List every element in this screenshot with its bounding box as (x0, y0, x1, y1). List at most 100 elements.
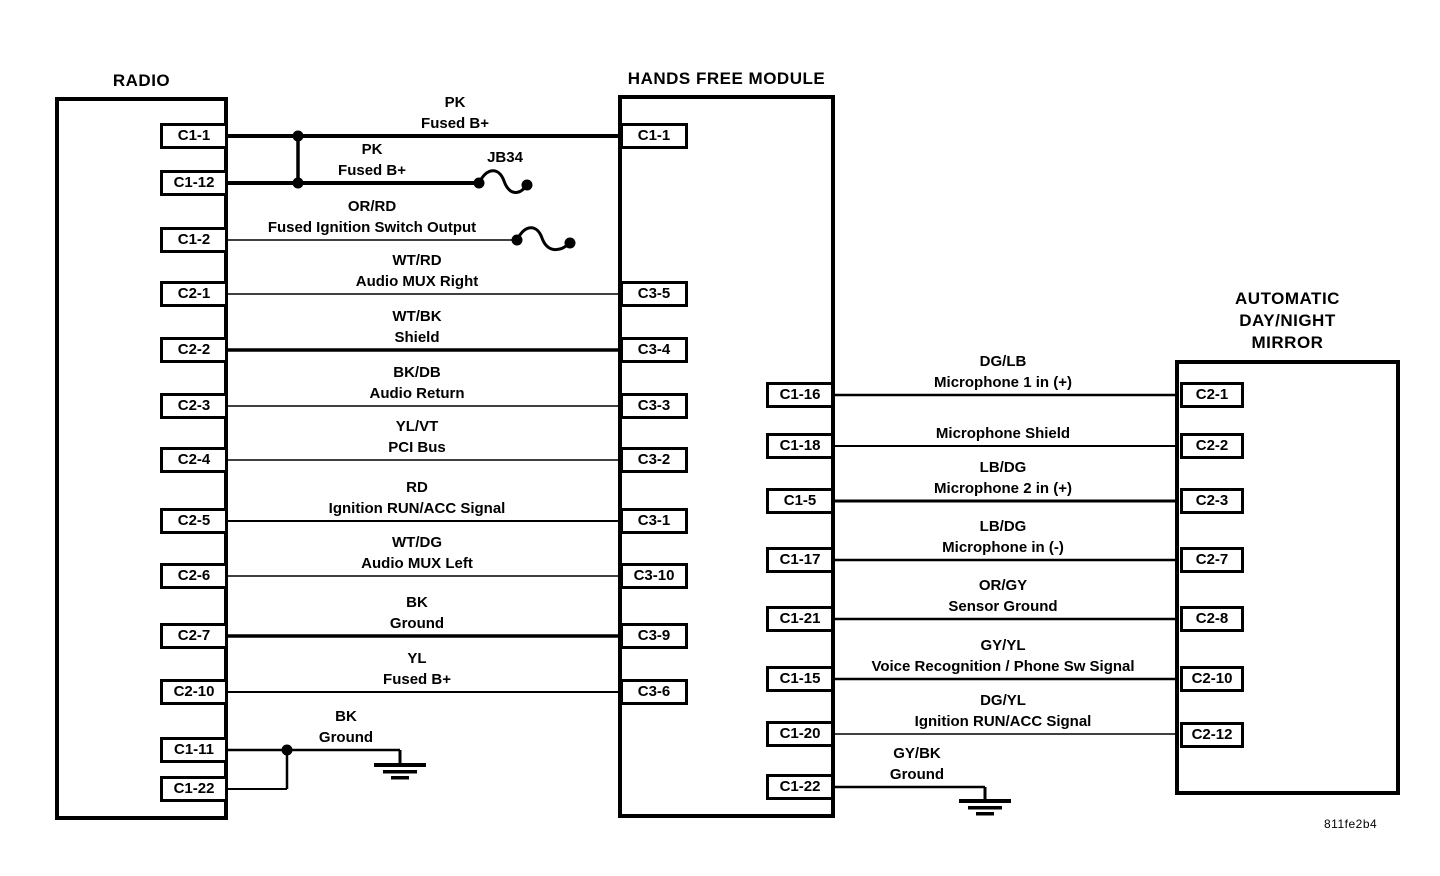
splice-label: JB34 (487, 149, 523, 166)
pin-radio-C2-2: C2-2 (160, 337, 228, 363)
pin-mirror-C2-10: C2-10 (1180, 666, 1244, 692)
wire-color-code: BK (406, 594, 428, 611)
junction-dot (521, 179, 533, 191)
pin-hfm-right-C1-21: C1-21 (766, 606, 834, 632)
pin-radio-C1-2: C1-2 (160, 227, 228, 253)
wire-signal: Audio MUX Left (361, 555, 473, 572)
pin-hfm-left-C1-1: C1-1 (620, 123, 688, 149)
junction-dot (564, 237, 576, 249)
pin-mirror-C2-8: C2-8 (1180, 606, 1244, 632)
mirror-title-line-1: AUTOMATIC (1235, 289, 1340, 308)
wire-label-w16: LB/DG Microphone in (-) (942, 516, 1064, 558)
pin-mirror-C2-3: C2-3 (1180, 488, 1244, 514)
wire-signal: Fused B+ (421, 115, 489, 132)
wire-color-code: WT/BK (392, 308, 442, 325)
mirror-title-line-3: MIRROR (1251, 333, 1324, 352)
pin-radio-C2-3: C2-3 (160, 393, 228, 419)
wire-label-w15: LB/DG Microphone 2 in (+) (934, 457, 1072, 499)
wire-signal: Microphone in (-) (942, 539, 1064, 556)
wire-signal: Ignition RUN/ACC Signal (914, 713, 1092, 730)
wire-signal: Microphone Shield (935, 425, 1071, 442)
ground-symbol-bar (374, 763, 426, 767)
wire-signal: Fused B+ (383, 671, 451, 688)
wire-color-code: PK (361, 141, 383, 158)
wire-color-code: WT/DG (392, 534, 442, 551)
wire-color-code: LB/DG (979, 518, 1027, 535)
wire-color-code: OR/RD (347, 198, 397, 215)
junction-dot (292, 130, 304, 142)
wire-break-squiggle (515, 226, 572, 252)
junction-dot (473, 177, 485, 189)
ground-symbol-bar (391, 776, 409, 780)
wire-signal: Fused B+ (338, 162, 406, 179)
wire-color-code: PK (444, 94, 466, 111)
pin-radio-C2-4: C2-4 (160, 447, 228, 473)
wire-label-w12: BK Ground (319, 706, 373, 748)
wire-signal: Microphone 2 in (+) (934, 480, 1072, 497)
pin-hfm-right-C1-16: C1-16 (766, 382, 834, 408)
ground-symbol-bar (976, 812, 994, 816)
pin-hfm-left-C3-1: C3-1 (620, 508, 688, 534)
wire-color-code: GY/YL (980, 637, 1026, 654)
wire-signal: Ground (318, 729, 374, 746)
pin-radio-C2-10: C2-10 (160, 679, 228, 705)
diagram-code: 811fe2b4 (1324, 817, 1378, 831)
wire-label-w14: Microphone Shield (936, 423, 1070, 444)
wire-color-code: DG/LB (979, 353, 1027, 370)
wire-color-code: DG/YL (980, 692, 1026, 709)
wire-color-code: RD (406, 479, 428, 496)
pin-hfm-left-C3-3: C3-3 (620, 393, 688, 419)
wire-color-code: LB/DG (979, 459, 1027, 476)
wire-signal: PCI Bus (388, 439, 446, 456)
wire-label-w7: YL/VT PCI Bus (388, 416, 446, 458)
pin-radio-C2-7: C2-7 (160, 623, 228, 649)
wire-label-w9: WT/DG Audio MUX Left (361, 532, 473, 574)
wire-color-code: BK/DB (393, 364, 441, 381)
wire-label-w3: OR/RD Fused Ignition Switch Output (268, 196, 476, 238)
pin-mirror-C2-7: C2-7 (1180, 547, 1244, 573)
pin-radio-C1-11: C1-11 (160, 737, 228, 763)
pin-hfm-left-C3-9: C3-9 (620, 623, 688, 649)
pin-hfm-right-C1-5: C1-5 (766, 488, 834, 514)
wire-signal: Audio Return (369, 385, 465, 402)
wire-signal: Voice Recognition / Phone Sw Signal (871, 658, 1135, 675)
wire-color-code: GY/BK (893, 745, 941, 762)
wire-signal: Ground (389, 615, 445, 632)
wire-color-code: WT/RD (392, 252, 442, 269)
pin-hfm-left-C3-5: C3-5 (620, 281, 688, 307)
wire-label-w4: WT/RD Audio MUX Right (356, 250, 478, 292)
wire-label-w5: WT/BK Shield (392, 306, 441, 348)
pin-radio-C2-6: C2-6 (160, 563, 228, 589)
wire-color-code: BK (335, 708, 357, 725)
wire-signal: Audio MUX Right (355, 273, 479, 290)
pin-hfm-left-C3-10: C3-10 (620, 563, 688, 589)
pin-hfm-left-C3-4: C3-4 (620, 337, 688, 363)
pin-mirror-C2-12: C2-12 (1180, 722, 1244, 748)
wire-label-w8: RD Ignition RUN/ACC Signal (329, 477, 506, 519)
wire-color-code: YL/VT (395, 418, 439, 435)
junction-dot (281, 744, 293, 756)
ground-symbol-bar (959, 799, 1011, 803)
wire-signal: Ignition RUN/ACC Signal (328, 500, 506, 517)
pin-hfm-right-C1-18: C1-18 (766, 433, 834, 459)
pin-hfm-right-C1-20: C1-20 (766, 721, 834, 747)
hands-free-module-title: HANDS FREE MODULE (627, 69, 826, 88)
wire-signal: Fused Ignition Switch Output (267, 219, 477, 236)
pin-hfm-left-C3-2: C3-2 (620, 447, 688, 473)
pin-radio-C1-22: C1-22 (160, 776, 228, 802)
pin-hfm-right-C1-22: C1-22 (766, 774, 834, 800)
wire-label-w6: BK/DB Audio Return (370, 362, 465, 404)
wire-label-w1: PK Fused B+ (421, 92, 489, 134)
wire-label-w10: BK Ground (390, 592, 444, 634)
wire-color-code: OR/GY (978, 577, 1028, 594)
wire-signal: Shield (394, 329, 440, 346)
mirror-module-title: AUTOMATIC DAY/NIGHT MIRROR (1175, 288, 1400, 354)
wire-break-squiggle (477, 169, 529, 194)
pin-radio-C1-12: C1-12 (160, 170, 228, 196)
